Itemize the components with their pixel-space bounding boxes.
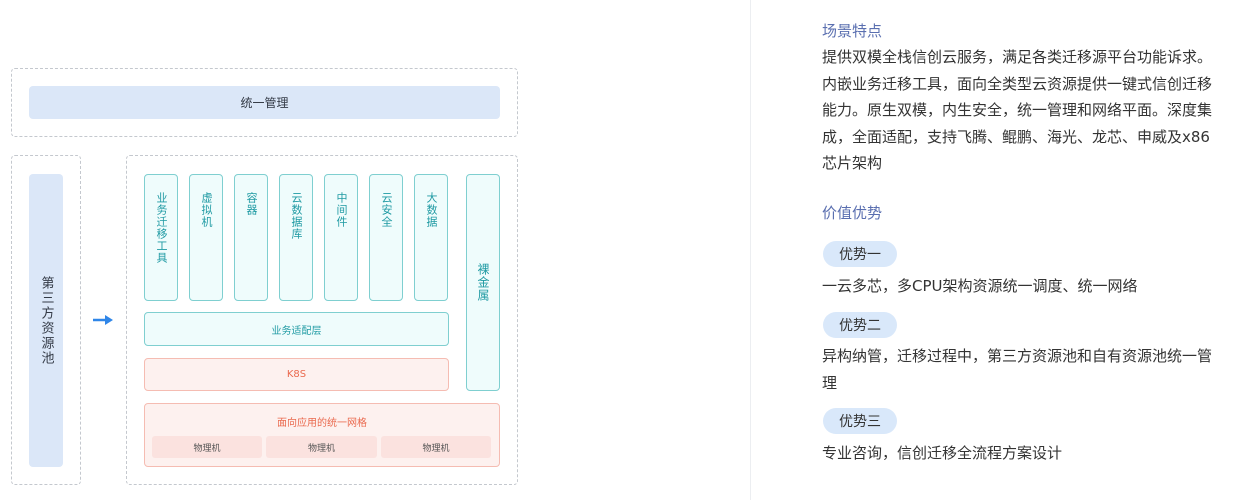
advantage-text-3: 专业咨询，信创迁移全流程方案设计 bbox=[822, 444, 1063, 462]
vertical-divider bbox=[750, 0, 751, 500]
own-pool-frame bbox=[126, 155, 518, 485]
advantage-text-1: 一云多芯，多CPU架构资源统一调度、统一网络 bbox=[822, 277, 1138, 295]
advantage-tag-1: 优势一 bbox=[823, 241, 897, 267]
advantage-tag-2: 优势二 bbox=[823, 312, 897, 338]
advantage-text-2: 异构纳管，迁移过程中，第三方资源池和自有资源池统一管理 bbox=[822, 347, 1213, 392]
network-layer-label: 面向应用的统一网格 bbox=[277, 418, 367, 429]
features-title: 场景特点 bbox=[822, 22, 883, 40]
module-bare-metal: 裸金属 bbox=[466, 174, 500, 391]
third-party-pool-frame bbox=[11, 155, 81, 485]
third-party-pool-label: 第三方资源池 bbox=[38, 275, 54, 366]
physical-machine: 物理机 bbox=[266, 436, 377, 458]
module-cloud-security: 云安全 bbox=[369, 174, 403, 301]
module-cloud-db: 云数据库 bbox=[279, 174, 313, 301]
module-vm: 虚拟机 bbox=[189, 174, 223, 301]
module-container: 容器 bbox=[234, 174, 268, 301]
physical-machine: 物理机 bbox=[152, 436, 262, 458]
features-text: 提供双模全栈信创云服务，满足各类迁移源平台功能诉求。内嵌业务迁移工具，面向全类型… bbox=[822, 48, 1213, 172]
module-migration-tool: 业务迁移工具 bbox=[144, 174, 178, 301]
management-frame bbox=[11, 68, 518, 137]
module-middleware: 中间件 bbox=[324, 174, 358, 301]
third-party-pool: 第三方资源池 bbox=[29, 174, 63, 467]
module-big-data: 大数据 bbox=[414, 174, 448, 301]
advantage-tag-3: 优势三 bbox=[823, 408, 897, 434]
physical-machine: 物理机 bbox=[381, 436, 491, 458]
k8s-layer: K8S bbox=[144, 358, 449, 391]
arrow-right-icon bbox=[93, 315, 113, 325]
value-title: 价值优势 bbox=[822, 204, 883, 222]
unified-management-bar: 统一管理 bbox=[29, 86, 500, 119]
adapter-layer: 业务适配层 bbox=[144, 312, 449, 346]
